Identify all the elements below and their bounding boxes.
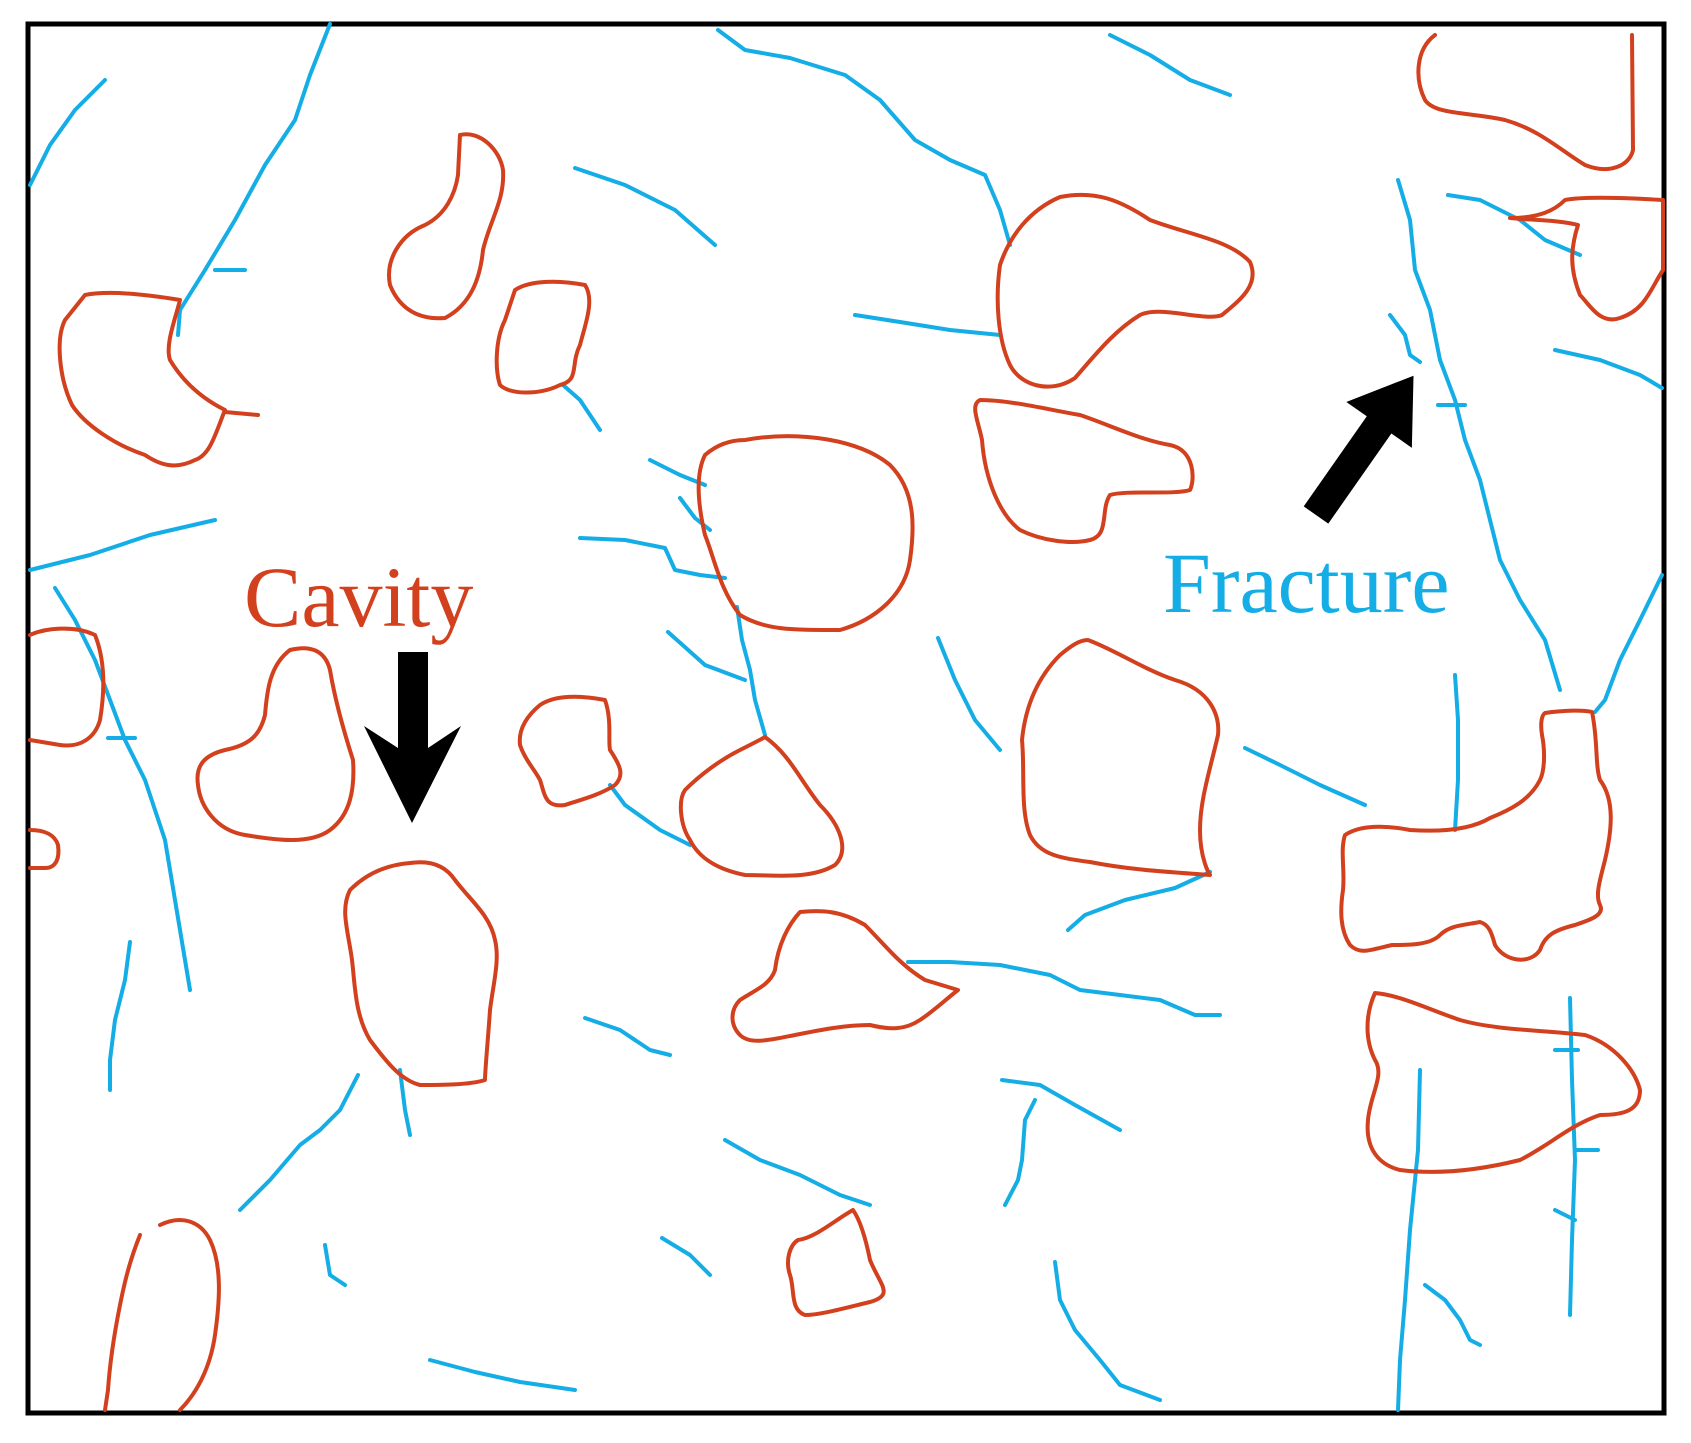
cavity-outline bbox=[1416, 33, 1635, 171]
cavity-outline bbox=[57, 290, 227, 468]
cavity-outline bbox=[28, 828, 61, 870]
fracture-line bbox=[1396, 178, 1562, 692]
fracture-line bbox=[1066, 870, 1212, 932]
fracture-line bbox=[578, 536, 727, 580]
fracture-line bbox=[398, 1068, 412, 1137]
fracture-line bbox=[1243, 746, 1367, 807]
fracture-line bbox=[561, 383, 602, 432]
fracture-line bbox=[1593, 573, 1664, 714]
cavity-outline bbox=[223, 410, 260, 417]
fracture-line bbox=[906, 960, 1222, 1017]
cavity-outline bbox=[1020, 638, 1221, 877]
cavity-outline bbox=[343, 860, 499, 1087]
diagram-frame bbox=[25, 21, 1667, 1416]
fracture-line bbox=[28, 78, 107, 187]
cavity-outline bbox=[678, 735, 845, 878]
fracture-line bbox=[1553, 1208, 1577, 1222]
fracture-line bbox=[1423, 1283, 1482, 1347]
fracture-line bbox=[660, 1236, 712, 1277]
fracture-line bbox=[1053, 1260, 1162, 1402]
cavity-outline bbox=[387, 132, 506, 321]
fracture-line bbox=[1568, 996, 1577, 1317]
cavity-outline bbox=[1365, 991, 1642, 1174]
fracture-line bbox=[1396, 1068, 1422, 1412]
fracture-line bbox=[583, 1016, 672, 1057]
cavity-outline bbox=[517, 694, 623, 808]
fracture-line bbox=[735, 605, 767, 737]
fractures bbox=[28, 22, 1664, 1412]
cavity-outline bbox=[103, 1218, 221, 1412]
cavities bbox=[28, 33, 1665, 1412]
fracture-line bbox=[28, 518, 217, 572]
fracture-line bbox=[853, 313, 1002, 337]
fracture-line bbox=[1108, 33, 1232, 97]
fracture-line bbox=[1003, 1098, 1037, 1207]
cavity-outline bbox=[730, 909, 960, 1043]
fracture-line bbox=[1000, 1078, 1122, 1132]
fracture-line bbox=[1388, 313, 1422, 364]
fracture-line bbox=[936, 636, 1002, 752]
cavity-outline bbox=[1339, 708, 1613, 962]
fracture-line bbox=[723, 1138, 872, 1207]
cavity-outline bbox=[28, 626, 106, 748]
fracture-line bbox=[608, 783, 692, 847]
fracture-arrow bbox=[1303, 375, 1414, 524]
fracture-line bbox=[666, 630, 747, 682]
cavity-outline bbox=[1508, 195, 1665, 322]
cavity-label: Cavity bbox=[244, 549, 473, 645]
fracture-line bbox=[238, 1073, 360, 1212]
cavity-arrow bbox=[364, 652, 461, 823]
cavity-outline bbox=[494, 279, 592, 395]
fracture-line bbox=[1553, 348, 1664, 390]
fracture-line bbox=[323, 1243, 347, 1287]
fracture-label: Fracture bbox=[1163, 535, 1450, 631]
fracture-line bbox=[428, 1358, 577, 1392]
fracture-line bbox=[648, 458, 707, 487]
fracture-line bbox=[716, 28, 1012, 247]
fracture-line bbox=[108, 940, 132, 1092]
cavity-outline bbox=[786, 1208, 886, 1317]
cavity-outline bbox=[195, 646, 356, 842]
fracture-line bbox=[678, 496, 712, 532]
cavity-outline bbox=[696, 434, 915, 632]
cavity-outline bbox=[995, 192, 1255, 389]
fracture-line bbox=[573, 166, 717, 247]
cavity-outline bbox=[973, 398, 1195, 544]
fracture-line bbox=[53, 586, 192, 992]
fracture-line bbox=[176, 22, 332, 337]
fracture-line bbox=[1453, 673, 1460, 832]
